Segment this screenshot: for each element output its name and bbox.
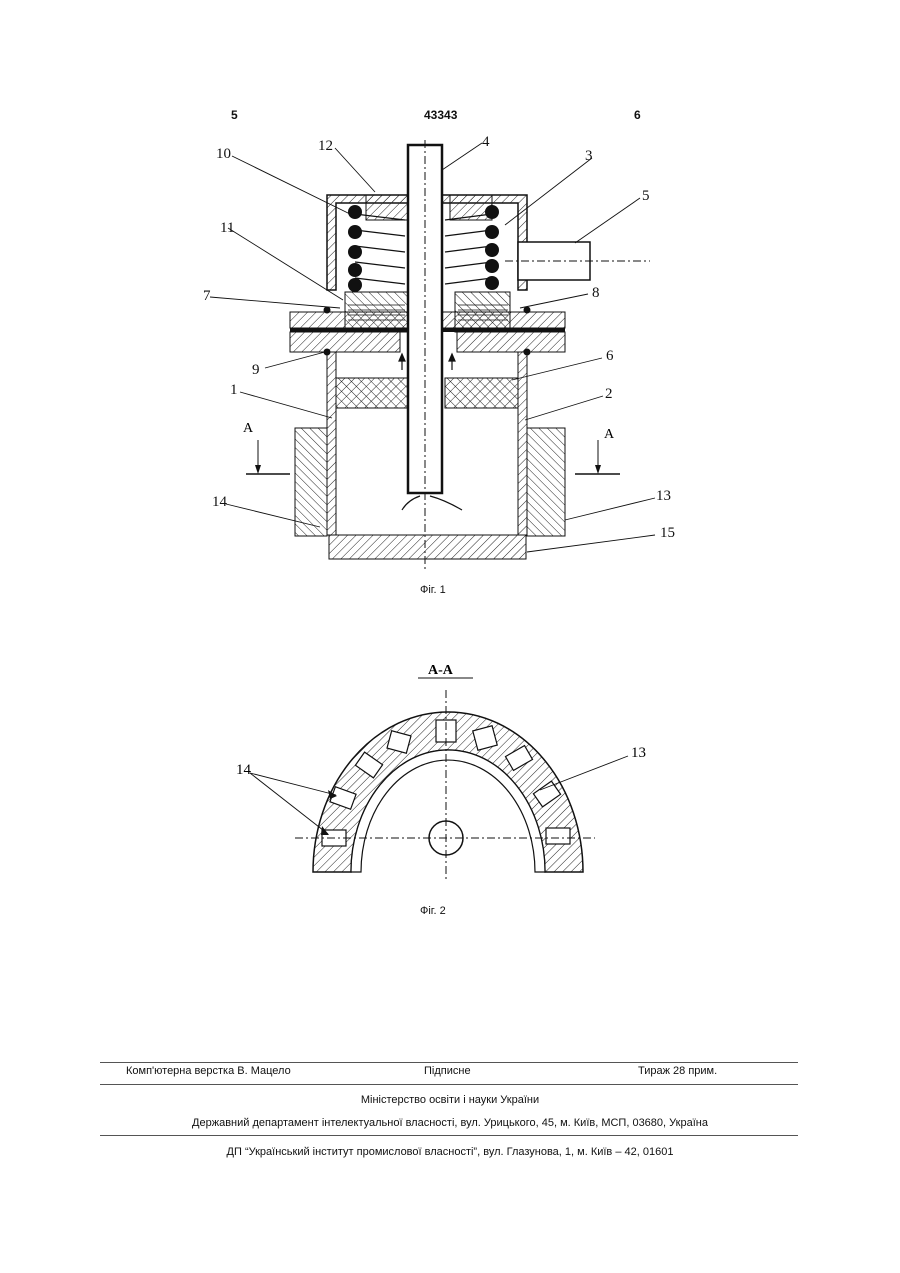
spring-right — [445, 214, 492, 284]
figure-2-caption: Фіг. 2 — [420, 905, 446, 917]
label-14: 14 — [236, 762, 252, 778]
label-15: 15 — [660, 525, 675, 541]
label-2: 2 — [605, 386, 613, 402]
label-4: 4 — [482, 134, 490, 150]
label-11: 11 — [220, 220, 234, 236]
section-mark-left: A — [243, 421, 254, 436]
label-10: 10 — [216, 146, 231, 162]
typesetting-credit: Комп'ютерна верстка В. Мацело — [126, 1065, 291, 1077]
section-title: А-А — [428, 663, 454, 678]
heater-left — [295, 428, 327, 536]
figure-1-drawing: A A 10 12 4 3 5 11 7 8 9 6 1 2 14 13 15 — [190, 120, 690, 590]
footer-rule-top — [100, 1062, 798, 1063]
label-3: 3 — [585, 148, 593, 164]
label-5: 5 — [642, 188, 650, 204]
department-line: Державний департамент інтелектуальної вл… — [0, 1117, 900, 1129]
label-13: 13 — [656, 488, 671, 504]
figure-2-drawing: А-А 14 13 — [230, 655, 660, 905]
flange-lower-right — [457, 332, 565, 352]
label-7: 7 — [203, 288, 211, 304]
label-12: 12 — [318, 138, 333, 154]
spring-left — [355, 214, 405, 284]
section-mark-right: A — [604, 427, 615, 442]
figure-1-caption: Фіг. 1 — [420, 584, 446, 596]
ministry-line: Міністерство освіти і науки України — [0, 1094, 900, 1106]
label-1: 1 — [230, 382, 238, 398]
footer-rule-bottom — [100, 1135, 798, 1136]
bottom-plate — [329, 535, 526, 559]
label-6: 6 — [606, 348, 614, 364]
signed-note: Підписне — [424, 1065, 471, 1077]
label-13: 13 — [631, 745, 646, 761]
filter-left — [336, 378, 411, 408]
filter-right — [445, 378, 518, 408]
flange-lower-left — [290, 332, 400, 352]
circulation: Тираж 28 прим. — [638, 1065, 717, 1077]
label-14: 14 — [212, 494, 228, 510]
label-9: 9 — [252, 362, 260, 378]
institute-line: ДП “Український інститут промислової вла… — [0, 1146, 900, 1158]
heater-right — [527, 428, 565, 536]
label-8: 8 — [592, 285, 600, 301]
footer-rule-middle — [100, 1084, 798, 1085]
